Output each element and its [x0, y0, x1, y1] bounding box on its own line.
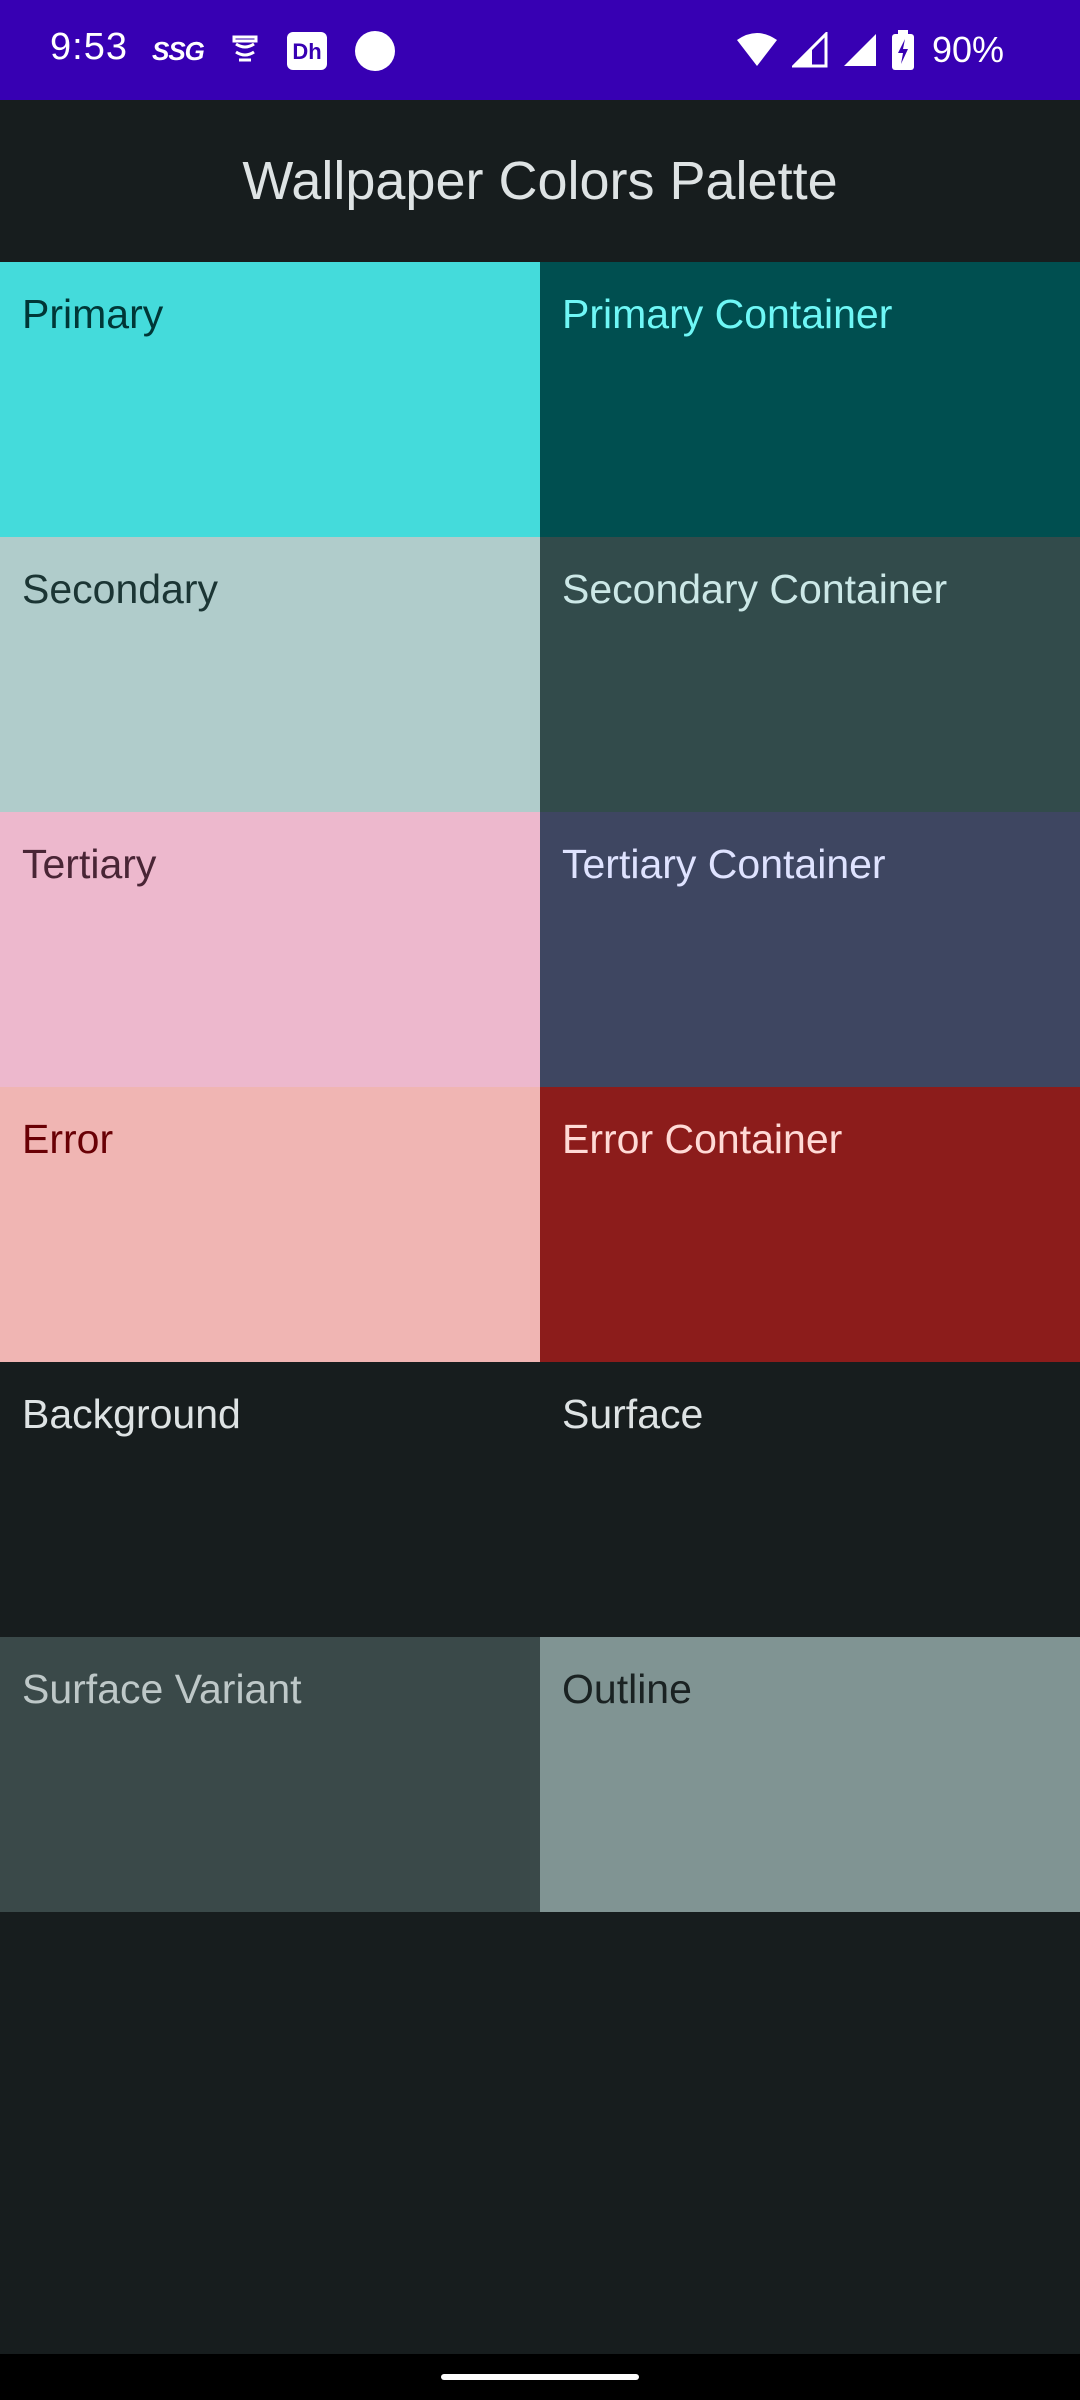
color-tile-tertiary-container: Tertiary Container	[540, 812, 1080, 1087]
color-tile-label: Primary Container	[562, 291, 893, 337]
hotstar-icon: Dh	[286, 28, 328, 74]
color-tile-label: Error Container	[562, 1116, 843, 1162]
color-tile-outline: Outline	[540, 1637, 1080, 1912]
color-tile-label: Secondary Container	[562, 566, 948, 612]
circle-icon	[354, 28, 396, 74]
wifi-icon	[736, 32, 778, 68]
battery-percent: 90%	[931, 29, 1004, 70]
color-tile-primary: Primary	[0, 262, 540, 537]
color-tile-error: Error	[0, 1087, 540, 1362]
signal-icon	[842, 32, 878, 68]
color-tile-surface: Surface	[540, 1362, 1080, 1637]
color-tile-secondary: Secondary	[0, 537, 540, 812]
system-status-icons: 90%	[736, 26, 1004, 74]
signal-icon	[791, 32, 828, 68]
color-palette-grid: Primary Primary Container Secondary Seco…	[0, 262, 1080, 1912]
color-tile-primary-container: Primary Container	[540, 262, 1080, 537]
color-tile-label: Primary	[22, 291, 164, 337]
color-tile-label: Secondary	[22, 566, 219, 612]
color-tile-label: Surface	[562, 1391, 704, 1437]
status-bar: 9:53 SSG Dh	[0, 0, 1080, 100]
tray-icon	[230, 28, 260, 74]
notification-icons: SSG Dh	[152, 28, 396, 74]
color-tile-tertiary: Tertiary	[0, 812, 540, 1087]
color-tile-label: Background	[22, 1391, 241, 1437]
color-tile-label: Outline	[562, 1666, 692, 1712]
page-title: Wallpaper Colors Palette	[242, 151, 838, 211]
color-tile-background: Background	[0, 1362, 540, 1637]
color-tile-label: Error	[22, 1116, 114, 1162]
color-tile-surface-variant: Surface Variant	[0, 1637, 540, 1912]
battery-charging-icon	[891, 30, 914, 70]
color-tile-error-container: Error Container	[540, 1087, 1080, 1362]
color-tile-secondary-container: Secondary Container	[540, 537, 1080, 812]
color-tile-label: Surface Variant	[22, 1666, 302, 1712]
ssg-icon: SSG	[152, 35, 205, 66]
home-gesture-handle[interactable]	[441, 2374, 639, 2380]
svg-text:Dh: Dh	[292, 39, 321, 64]
navigation-bar	[0, 2354, 1080, 2400]
app-bar: Wallpaper Colors Palette	[0, 100, 1080, 262]
color-tile-label: Tertiary Container	[562, 841, 886, 887]
color-tile-label: Tertiary	[22, 841, 157, 887]
status-time: 9:53	[50, 26, 128, 68]
